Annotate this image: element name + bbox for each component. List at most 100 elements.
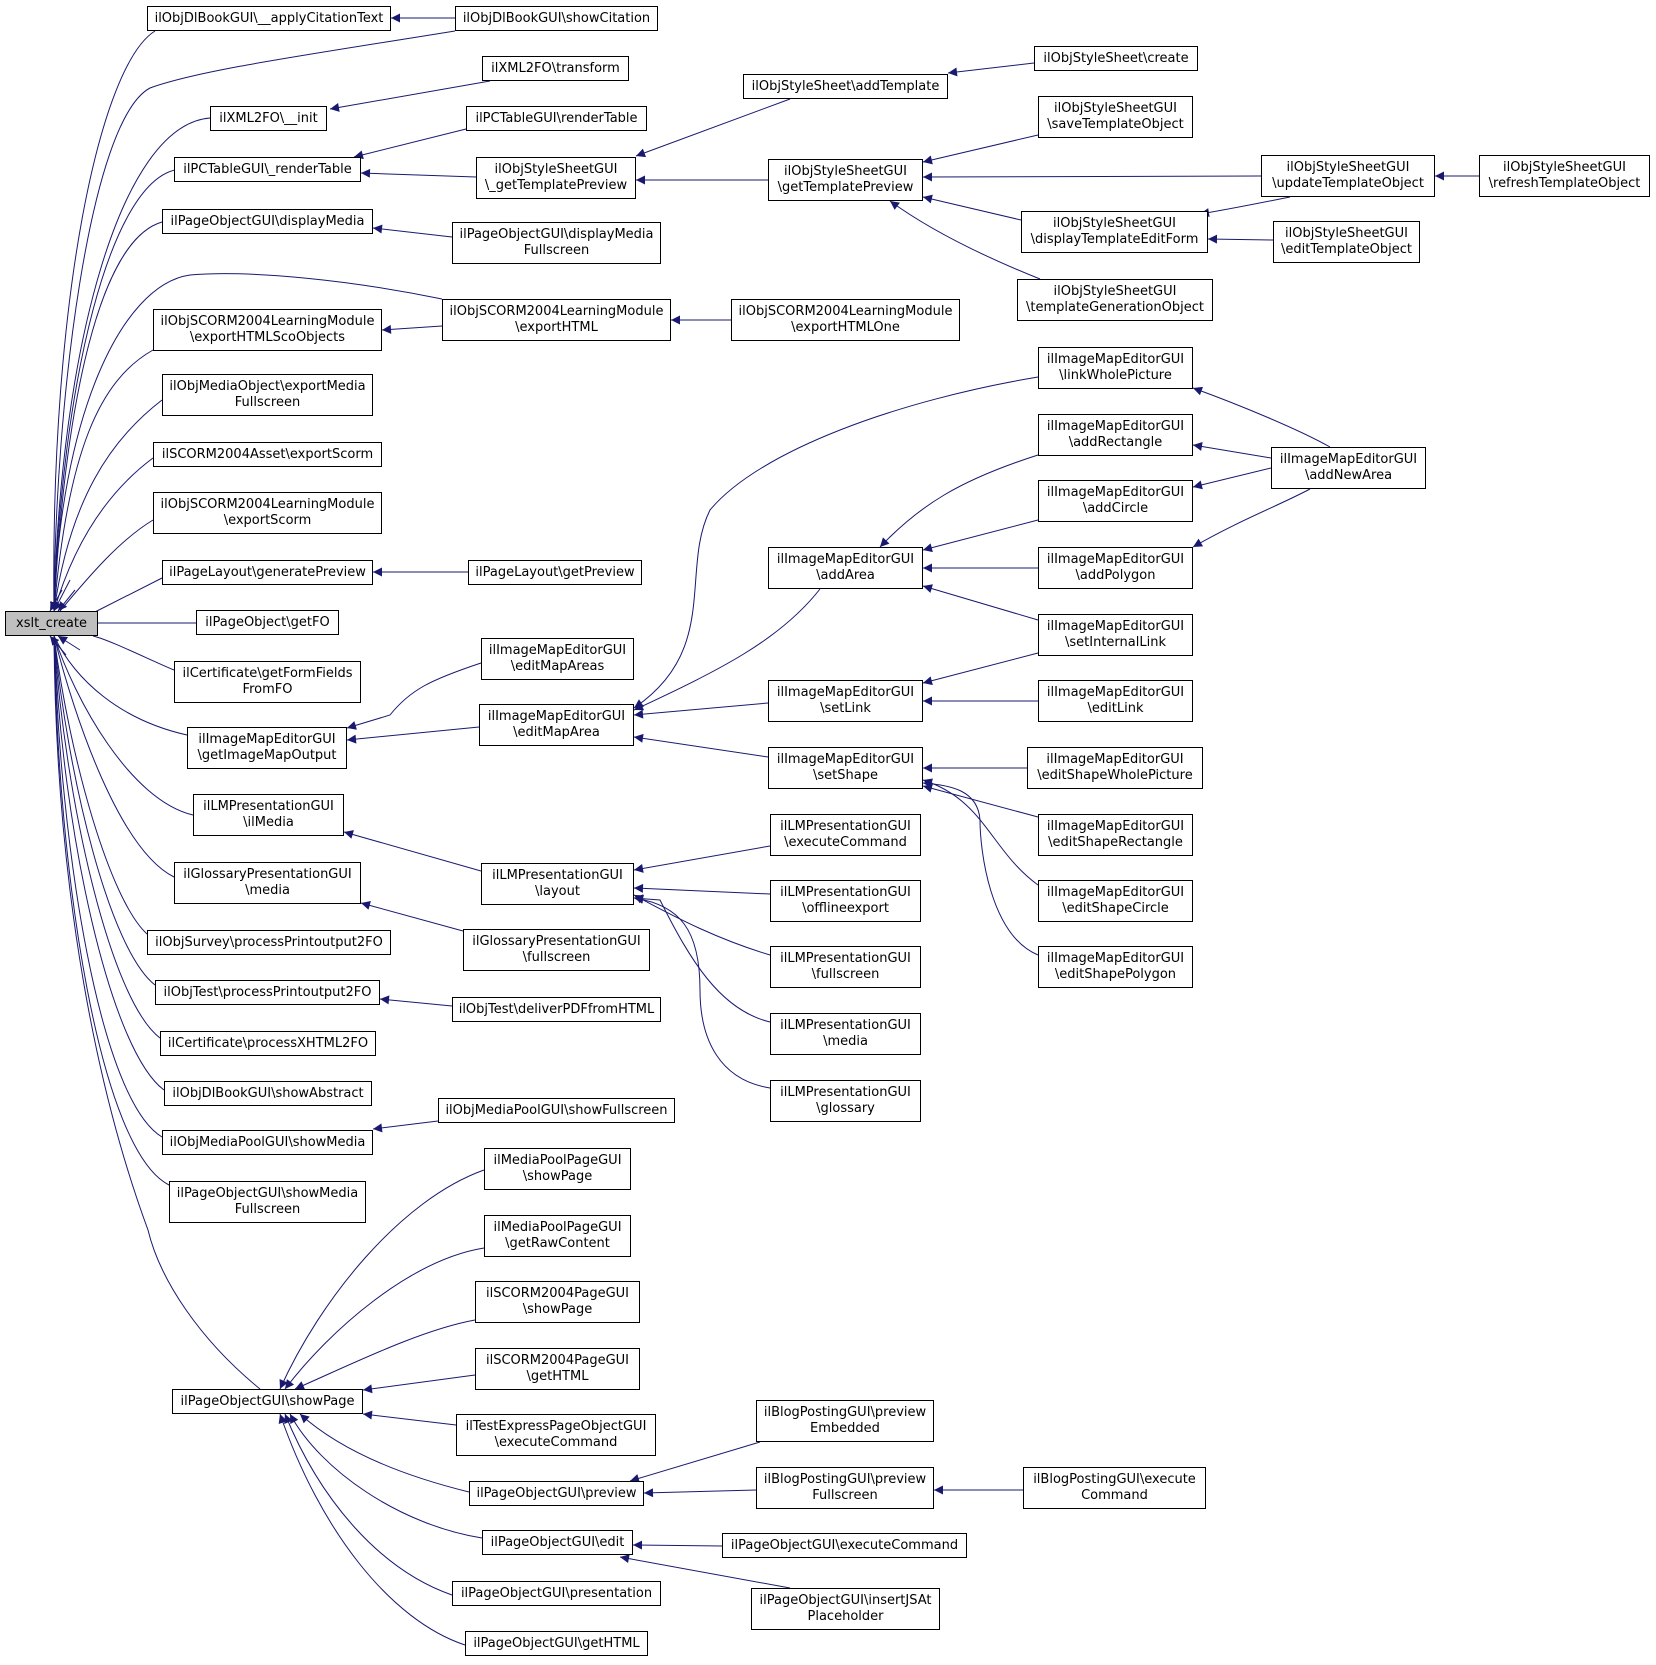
graph-node[interactable]: ilPageObjectGUI\preview bbox=[469, 1481, 644, 1506]
graph-node[interactable]: ilLMPresentationGUI\media bbox=[770, 1013, 921, 1055]
node-label-line: ilImageMapEditorGUI bbox=[776, 685, 915, 700]
graph-node[interactable]: ilObjTest\processPrintoutput2FO bbox=[155, 980, 380, 1005]
graph-node[interactable]: ilObjSCORM2004LearningModule\exportHTMLO… bbox=[731, 299, 960, 341]
graph-node[interactable]: ilImageMapEditorGUI\setShape bbox=[768, 747, 923, 789]
graph-node[interactable]: ilImageMapEditorGUI\addRectangle bbox=[1038, 414, 1193, 456]
graph-node[interactable]: ilPageLayout\getPreview bbox=[468, 560, 642, 585]
graph-node[interactable]: ilImageMapEditorGUI\addArea bbox=[768, 547, 923, 589]
graph-node[interactable]: ilXML2FO\__init bbox=[210, 106, 327, 131]
graph-node[interactable]: ilSCORM2004PageGUI\getHTML bbox=[475, 1348, 640, 1390]
call-edge bbox=[53, 635, 156, 986]
node-label-line: \showPage bbox=[522, 1169, 593, 1184]
call-edge bbox=[92, 635, 175, 671]
call-edge bbox=[635, 98, 791, 158]
graph-node[interactable]: ilObjSCORM2004LearningModule\exportScorm bbox=[153, 492, 382, 534]
root-node-xslt-create[interactable]: xslt_create bbox=[5, 611, 98, 636]
graph-node[interactable]: ilCertificate\processXHTML2FO bbox=[160, 1031, 376, 1056]
graph-node[interactable]: ilObjDlBookGUI\__applyCitationText bbox=[147, 6, 391, 31]
graph-node[interactable]: ilMediaPoolPageGUI\getRawContent bbox=[484, 1215, 631, 1257]
graph-node[interactable]: ilObjDlBookGUI\showCitation bbox=[455, 6, 658, 31]
graph-node[interactable]: ilObjStyleSheetGUI\editTemplateObject bbox=[1273, 221, 1420, 263]
graph-node[interactable]: ilPageObjectGUI\presentation bbox=[452, 1581, 661, 1606]
graph-node[interactable]: ilSCORM2004Asset\exportScorm bbox=[153, 442, 382, 467]
node-label-line: \executeCommand bbox=[494, 1435, 618, 1450]
graph-node[interactable]: ilSCORM2004PageGUI\showPage bbox=[475, 1281, 640, 1323]
graph-node[interactable]: ilImageMapEditorGUI\editShapeRectangle bbox=[1038, 814, 1193, 856]
graph-node[interactable]: ilImageMapEditorGUI\editShapePolygon bbox=[1038, 946, 1193, 988]
node-label-line: ilObjDlBookGUI\showAbstract bbox=[172, 1085, 364, 1101]
graph-node[interactable]: ilPCTableGUI\_renderTable bbox=[174, 157, 361, 182]
graph-node[interactable]: ilObjTest\deliverPDFfromHTML bbox=[452, 997, 661, 1022]
graph-node[interactable]: ilObjStyleSheet\create bbox=[1034, 46, 1198, 71]
graph-node[interactable]: ilPCTableGUI\renderTable bbox=[466, 106, 647, 131]
graph-node[interactable]: ilObjStyleSheetGUI\templateGenerationObj… bbox=[1017, 279, 1213, 321]
graph-node[interactable]: ilObjStyleSheetGUI\displayTemplateEditFo… bbox=[1021, 211, 1208, 253]
graph-node[interactable]: ilImageMapEditorGUI\setInternalLink bbox=[1038, 614, 1193, 656]
graph-node[interactable]: ilObjMediaPoolGUI\showFullscreen bbox=[438, 1098, 675, 1123]
graph-node[interactable]: ilImageMapEditorGUI\editLink bbox=[1038, 680, 1193, 722]
graph-node[interactable]: ilImageMapEditorGUI\linkWholePicture bbox=[1038, 347, 1193, 389]
graph-node[interactable]: ilPageObjectGUI\showPage bbox=[172, 1389, 363, 1414]
graph-node[interactable]: ilLMPresentationGUI\offlineexport bbox=[770, 880, 921, 922]
graph-node[interactable]: ilLMPresentationGUI\ilMedia bbox=[193, 794, 344, 836]
call-edge bbox=[922, 519, 1039, 553]
node-label-line: ilObjStyleSheetGUI bbox=[1286, 160, 1410, 175]
graph-node[interactable]: ilGlossaryPresentationGUI\media bbox=[174, 862, 361, 904]
node-label-line: ilPCTableGUI\_renderTable bbox=[183, 161, 352, 177]
graph-node[interactable]: ilLMPresentationGUI\glossary bbox=[770, 1080, 921, 1122]
graph-node[interactable]: ilImageMapEditorGUI\editShapeCircle bbox=[1038, 880, 1193, 922]
graph-node[interactable]: ilObjDlBookGUI\showAbstract bbox=[164, 1081, 372, 1106]
graph-node[interactable]: ilPageLayout\generatePreview bbox=[162, 560, 373, 585]
graph-node[interactable]: ilObjStyleSheetGUI\saveTemplateObject bbox=[1038, 96, 1193, 138]
call-edge bbox=[360, 168, 477, 178]
graph-node[interactable]: ilObjSurvey\processPrintoutput2FO bbox=[147, 930, 391, 955]
call-edge bbox=[362, 1374, 476, 1394]
graph-node[interactable]: ilObjStyleSheetGUI\updateTemplateObject bbox=[1261, 155, 1435, 197]
node-label-line: ilXML2FO\__init bbox=[219, 110, 318, 126]
graph-node[interactable]: ilPageObject\getFO bbox=[196, 610, 339, 635]
graph-node[interactable]: ilImageMapEditorGUI\editMapArea bbox=[479, 704, 634, 746]
graph-node[interactable]: ilMediaPoolPageGUI\showPage bbox=[484, 1148, 631, 1190]
call-edge bbox=[879, 454, 1039, 548]
call-edge bbox=[619, 1554, 791, 1589]
graph-node[interactable]: ilObjStyleSheet\addTemplate bbox=[743, 74, 948, 99]
graph-node[interactable]: ilPageObjectGUI\displayMedia bbox=[162, 209, 373, 234]
graph-node[interactable]: ilGlossaryPresentationGUI\fullscreen bbox=[463, 929, 650, 971]
graph-node[interactable]: ilPageObjectGUI\getHTML bbox=[465, 1631, 648, 1656]
graph-node[interactable]: ilObjStyleSheetGUI\_getTemplatePreview bbox=[476, 157, 636, 199]
graph-node[interactable]: ilPageObjectGUI\executeCommand bbox=[722, 1533, 967, 1558]
graph-node[interactable]: ilImageMapEditorGUI\addCircle bbox=[1038, 480, 1193, 522]
graph-node[interactable]: ilImageMapEditorGUI\editShapeWholePictur… bbox=[1027, 747, 1203, 789]
graph-node[interactable]: ilPageObjectGUI\edit bbox=[482, 1530, 633, 1555]
graph-node[interactable]: ilObjSCORM2004LearningModule\exportHTMLS… bbox=[153, 309, 382, 351]
graph-node[interactable]: ilImageMapEditorGUI\addNewArea bbox=[1271, 447, 1426, 489]
graph-node[interactable]: ilLMPresentationGUI\executeCommand bbox=[770, 814, 921, 856]
graph-node[interactable]: ilImageMapEditorGUI\getImageMapOutput bbox=[187, 727, 347, 769]
graph-node[interactable]: ilTestExpressPageObjectGUI\executeComman… bbox=[456, 1414, 656, 1456]
node-label-line: ilMediaPoolPageGUI bbox=[493, 1220, 622, 1235]
graph-node[interactable]: ilLMPresentationGUI\layout bbox=[481, 863, 634, 905]
call-edge bbox=[53, 635, 163, 1138]
graph-node[interactable]: ilObjSCORM2004LearningModule\exportHTML bbox=[442, 299, 671, 341]
graph-node[interactable]: ilImageMapEditorGUI\setLink bbox=[768, 680, 923, 722]
node-label-line: ilLMPresentationGUI bbox=[780, 951, 911, 966]
graph-node[interactable]: ilXML2FO\transform bbox=[482, 56, 629, 81]
node-label-line: \executeCommand bbox=[784, 835, 907, 850]
graph-node[interactable]: ilLMPresentationGUI\fullscreen bbox=[770, 946, 921, 988]
call-edge bbox=[53, 169, 176, 612]
node-label-line: ilImageMapEditorGUI bbox=[1046, 885, 1185, 900]
graph-node[interactable]: ilObjStyleSheetGUI\getTemplatePreview bbox=[768, 159, 923, 201]
graph-node[interactable]: ilObjStyleSheetGUI\refreshTemplateObject bbox=[1479, 155, 1650, 197]
graph-node[interactable]: ilImageMapEditorGUI\addPolygon bbox=[1038, 547, 1193, 589]
call-edge bbox=[53, 349, 154, 612]
graph-node[interactable]: ilImageMapEditorGUI\editMapAreas bbox=[481, 638, 634, 680]
graph-node[interactable]: ilObjMediaPoolGUI\showMedia bbox=[162, 1130, 373, 1155]
